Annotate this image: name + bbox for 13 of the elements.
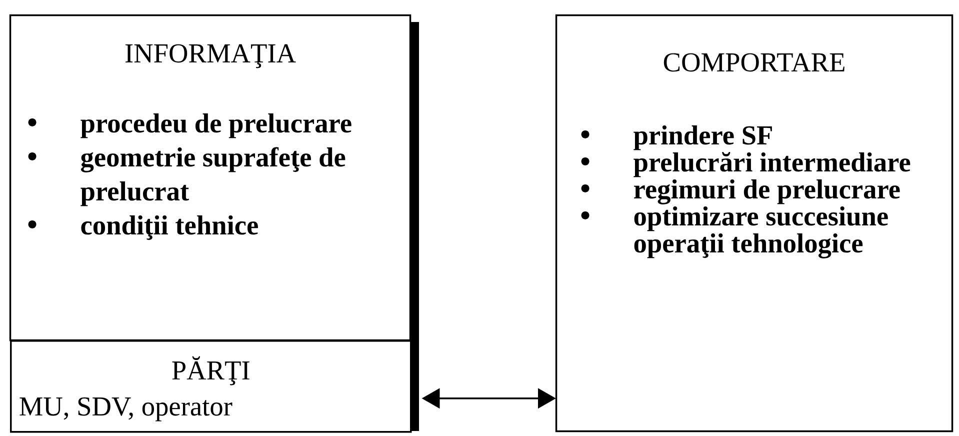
information-box	[9, 14, 412, 342]
bullet-item: prelucrări intermediare	[634, 152, 910, 178]
bullet-item: regimuri de prelucrare	[634, 179, 900, 204]
bullet-item: procedeu de prelucrare	[80, 113, 352, 138]
parts-box	[10, 340, 412, 433]
heading: COMPORTARE	[664, 53, 844, 72]
bullet-item: optimizare succesiune operaţii tehnologice	[634, 206, 888, 258]
behavior-box	[555, 14, 954, 432]
bullet-item: prindere SF	[634, 125, 772, 150]
parts-list: MU, SDV, operator	[20, 397, 232, 422]
heading: INFORMAŢIA	[125, 44, 296, 68]
bullet-item: condiţii tehnice	[81, 215, 258, 240]
heading: PĂRŢI	[172, 356, 250, 386]
